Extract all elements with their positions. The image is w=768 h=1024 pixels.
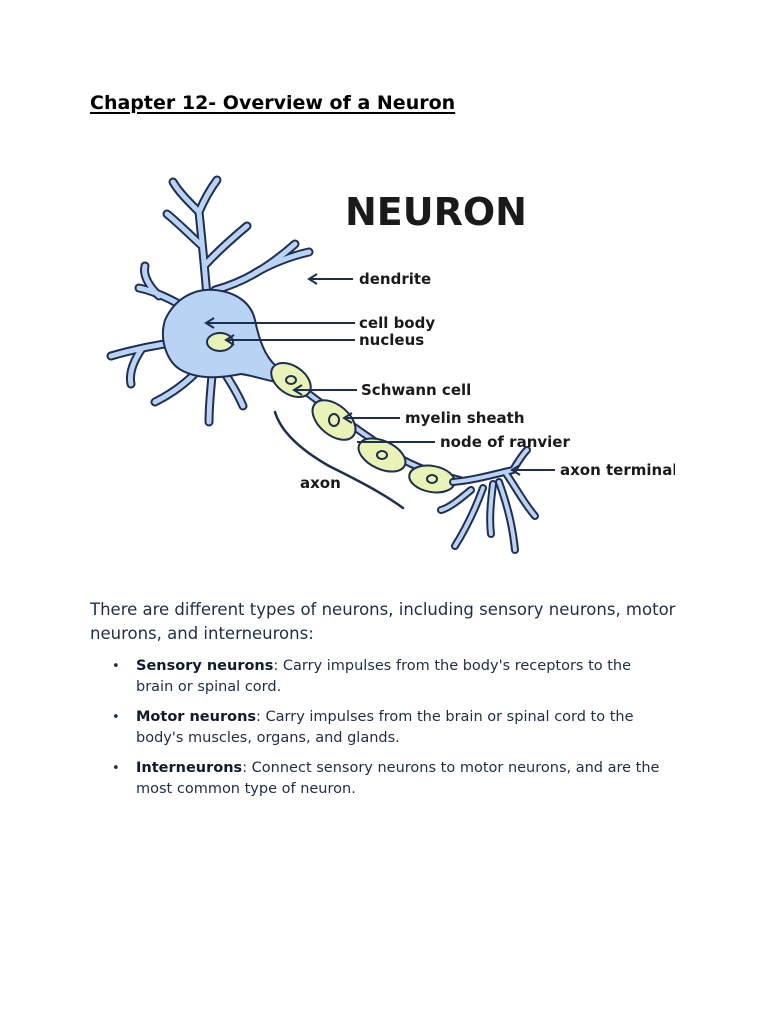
label-dendrite: dendrite: [359, 270, 431, 288]
desc-sensory: : Carry impulses from the body's recepto…: [136, 658, 632, 695]
axon-brace: [273, 410, 405, 510]
label-schwann-cell: Schwann cell: [361, 381, 471, 399]
intro-paragraph: There are different types of neurons, in…: [90, 600, 676, 643]
list-item-sensory: • Sensory neurons: Carry impulses from t…: [90, 656, 670, 698]
term-sensory: Sensory neurons: [136, 658, 274, 674]
label-axon-terminal: axon terminal: [560, 461, 675, 479]
label-cell-body: cell body: [359, 314, 435, 332]
neuron-heading: NEURON: [345, 190, 527, 234]
label-pointers: [204, 273, 555, 476]
schwann-cell-2: [311, 399, 357, 441]
schwann-cells: [270, 361, 456, 494]
list-item-motor: • Motor neurons: Carry impulses from the…: [90, 707, 670, 749]
schwann-cell-3: [357, 437, 407, 473]
neuron-diagram: NEURON dendrite cell body nucleus Schwan…: [95, 170, 675, 580]
label-node-of-ranvier: node of ranvier: [440, 433, 570, 451]
label-axon: axon: [300, 474, 341, 492]
bullet-icon: •: [112, 659, 120, 674]
neuron-types-list: • Sensory neurons: Carry impulses from t…: [90, 656, 670, 809]
page-title: Chapter 12- Overview of a Neuron: [90, 92, 456, 114]
term-motor: Motor neurons: [136, 709, 257, 725]
bullet-icon: •: [112, 761, 120, 776]
label-nucleus: nucleus: [359, 331, 424, 349]
desc-motor: : Carry impulses from the brain or spina…: [136, 709, 634, 746]
bullet-icon: •: [112, 710, 120, 725]
term-interneurons: Interneurons: [136, 760, 243, 776]
desc-interneurons: : Connect sensory neurons to motor neuro…: [136, 760, 660, 797]
list-item-interneurons: • Interneurons: Connect sensory neurons …: [90, 758, 670, 800]
nucleus-shape: [206, 332, 234, 352]
neuron-drawing: [106, 175, 539, 554]
schwann-nuclei: [285, 375, 438, 484]
neuron-diagram-svg: NEURON dendrite cell body nucleus Schwan…: [106, 175, 675, 554]
axon-terminal-fill: [439, 448, 537, 552]
label-myelin-sheath: myelin sheath: [405, 409, 525, 427]
schwann-cell-1: [270, 361, 312, 399]
